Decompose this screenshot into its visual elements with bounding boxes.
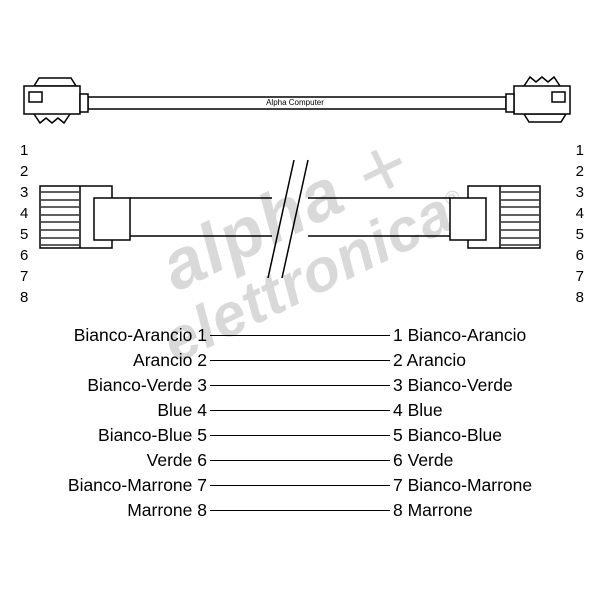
pin-numbers-left: 1 2 3 4 5 6 7 8 [20,143,28,305]
wire-label-left: Verde 6 [8,450,207,471]
wire-color: Bianco-Verde [407,375,513,395]
wire-pin: 2 [197,350,207,370]
wire-color: Bianco-Blue [407,425,502,445]
wire-label-left: Marrone 8 [8,500,207,521]
wire-row: Bianco-Marrone 7 7 Bianco-Marrone [8,473,592,498]
wire-row: Blue 4 4 Blue [8,398,592,423]
wire-color: Marrone [407,500,473,520]
wire-label-left: Blue 4 [8,400,207,421]
pin-number: 5 [20,226,29,243]
wire-label-right: 3 Bianco-Verde [393,375,592,396]
wire-row: Bianco-Verde 3 3 Bianco-Verde [8,373,592,398]
cable-run [130,159,450,279]
wire-label-right: 4 Blue [393,400,592,421]
wire-color: Bianco-Arancio [73,325,193,345]
wire-pin: 4 [393,400,403,420]
cable-brand-label: Alpha Computer [266,98,324,107]
wire-connection-line [210,360,390,361]
right-connector-top [505,75,571,123]
pin-number: 7 [20,268,29,285]
wire-label-right: 5 Bianco-Blue [393,425,592,446]
wire-pin: 8 [393,500,403,520]
wire-pin: 1 [197,325,207,345]
wire-connection-line [210,385,390,386]
wire-label-left: Bianco-Verde 3 [8,375,207,396]
right-plug-side [449,185,541,249]
wire-row: Bianco-Blue 5 5 Bianco-Blue [8,423,592,448]
left-connector-top [23,77,89,125]
wire-color: Blue [157,400,193,420]
wire-label-left: Arancio 2 [8,350,207,371]
wire-row: Verde 6 6 Verde [8,448,592,473]
wire-label-right: 8 Marrone [393,500,592,521]
pin-number: 1 [575,142,584,159]
wire-color: Verde [407,450,454,470]
pin-number: 4 [575,205,584,222]
wire-row: Bianco-Arancio 1 1 Bianco-Arancio [8,323,592,348]
left-plug-contacts [41,191,79,246]
wire-pin: 5 [393,425,403,445]
pin-number: 5 [575,226,584,243]
wire-pin: 3 [197,375,207,395]
wire-connection-line [210,410,390,411]
wire-label-right: 7 Bianco-Marrone [393,475,592,496]
wire-mapping-list: Bianco-Arancio 1 1 Bianco-Arancio Aranci… [8,323,592,523]
wire-pin: 8 [197,500,207,520]
wire-color: Blue [407,400,443,420]
cable-break-icon [267,159,309,279]
wire-pin: 6 [393,450,403,470]
wire-color: Bianco-Verde [87,375,193,395]
left-plug-side [39,185,131,249]
wire-color: Verde [146,450,193,470]
pin-number: 6 [20,247,29,264]
pin-number: 7 [575,268,584,285]
wire-connection-line [210,485,390,486]
pin-number: 6 [575,247,584,264]
pin-number: 3 [20,184,29,201]
pin-number: 3 [575,184,584,201]
wire-connection-line [210,335,390,336]
wire-color: Marrone [127,500,193,520]
wire-row: Arancio 2 2 Arancio [8,348,592,373]
wire-connection-line [210,460,390,461]
wire-color: Arancio [133,350,193,370]
pin-number: 4 [20,205,29,222]
wire-color: Bianco-Marrone [67,475,193,495]
wire-pin: 2 [393,350,403,370]
right-plug-contacts [501,191,539,246]
wire-color: Bianco-Marrone [407,475,533,495]
wire-color: Bianco-Blue [98,425,193,445]
wire-color: Arancio [406,350,466,370]
wire-color: Bianco-Arancio [407,325,527,345]
wire-pin: 4 [197,400,207,420]
wire-label-right: 6 Verde [393,450,592,471]
wire-connection-line [210,435,390,436]
wire-pin: 1 [393,325,403,345]
pin-numbers-right: 1 2 3 4 5 6 7 8 [576,143,584,305]
pin-number: 8 [575,289,584,306]
wire-label-left: Bianco-Marrone 7 [8,475,207,496]
wire-label-left: Bianco-Arancio 1 [8,325,207,346]
pin-number: 2 [20,163,29,180]
wire-connection-line [210,510,390,511]
pin-number: 2 [575,163,584,180]
pin-number: 1 [20,142,29,159]
pin-number: 8 [20,289,29,306]
wire-row: Marrone 8 8 Marrone [8,498,592,523]
wire-label-right: 1 Bianco-Arancio [393,325,592,346]
wire-label-left: Bianco-Blue 5 [8,425,207,446]
wire-pin: 3 [393,375,403,395]
wire-pin: 6 [197,450,207,470]
wire-label-right: 2 Arancio [393,350,592,371]
wire-pin: 7 [197,475,207,495]
wire-pin: 7 [393,475,403,495]
wire-pin: 5 [197,425,207,445]
